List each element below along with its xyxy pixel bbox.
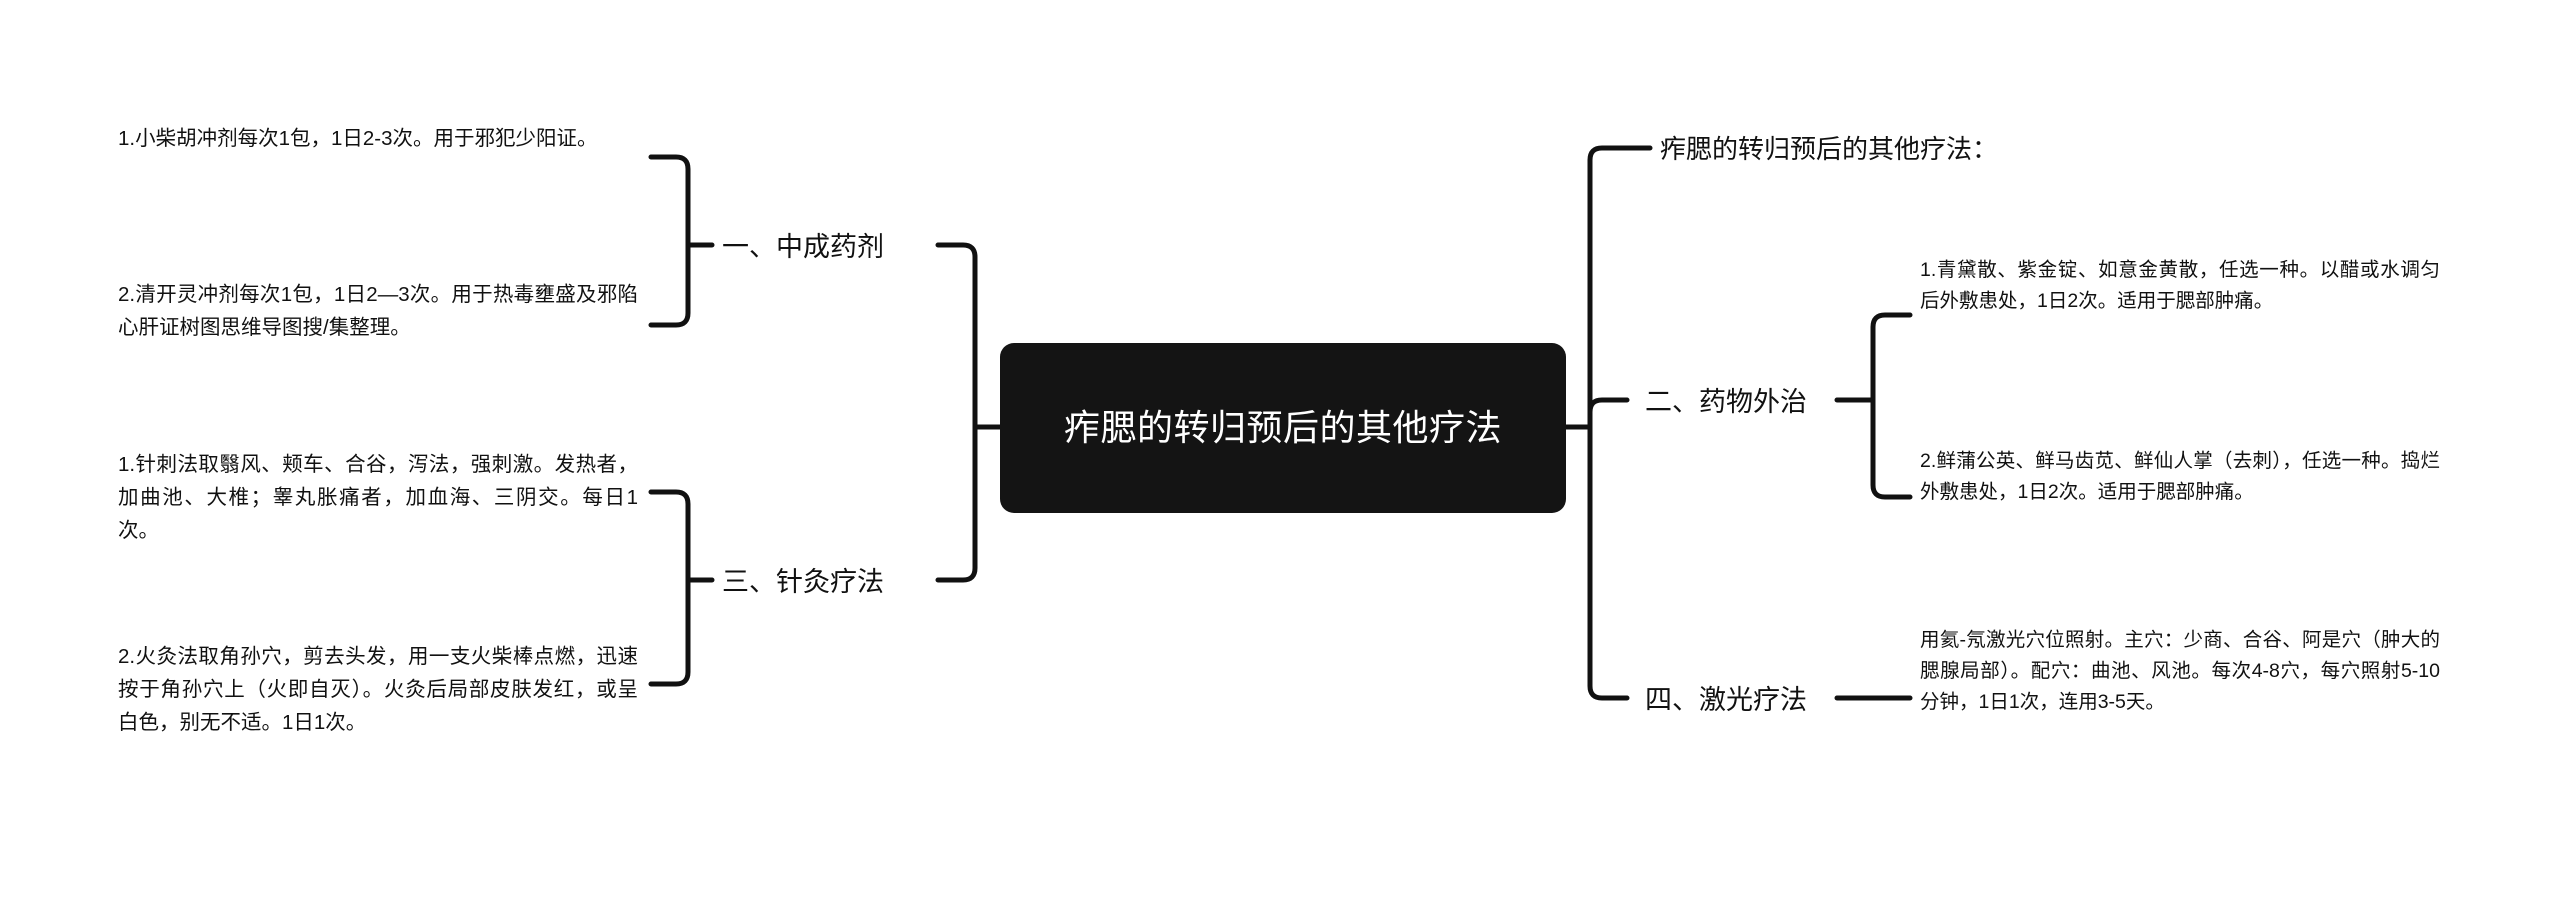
leaf-zhenjiuliaofa-1[interactable]: 1.针刺法取翳风、颊车、合谷，泻法，强刺激。发热者，加曲池、大椎；睾丸胀痛者，加… — [118, 453, 638, 543]
left-branch2-bracket — [648, 489, 691, 687]
root-node-label: 痄腮的转归预后的其他疗法 — [1063, 407, 1502, 449]
right-heading-node[interactable]: 痄腮的转归预后的其他疗法： — [1660, 134, 1999, 164]
branch-label-yaowuwaizhi[interactable]: 二、药物外治 — [1645, 387, 1807, 417]
right-main-spine — [1587, 145, 1630, 701]
leaf-zhongchengyaoji-2[interactable]: 2.清开灵冲剂每次1包，1日2—3次。用于热毒壅盛及邪陷心肝证树图思维导图搜/集… — [118, 283, 638, 340]
branch-label-zhongchengyaoji[interactable]: 一、中成药剂 — [722, 232, 884, 262]
right-spine-middle-tick — [1587, 397, 1630, 415]
branch-label-zhenjiuliaofa[interactable]: 三、针灸疗法 — [722, 567, 884, 597]
leaf-yaowuwaizhi-1[interactable]: 1.青黛散、紫金锭、如意金黄散，任选一种。以醋或水调匀后外敷患处，1日2次。适用… — [1920, 259, 2440, 313]
right-branch-yaowu-bracket — [1870, 312, 1913, 500]
root-node[interactable]: 痄腮的转归预后的其他疗法 — [1000, 343, 1566, 513]
branch-label-jiguangliaofa[interactable]: 四、激光疗法 — [1645, 685, 1807, 715]
left-main-spine — [935, 242, 978, 583]
leaf-zhenjiuliaofa-2[interactable]: 2.火灸法取角孙穴，剪去头发，用一支火柴棒点燃，迅速按于角孙穴上（火即自灭）。火… — [118, 645, 638, 735]
leaf-jiguangliaofa-1[interactable]: 用氦-氖激光穴位照射。主穴：少商、合谷、阿是穴（肿大的腮腺局部）。配穴：曲池、风… — [1920, 629, 2440, 714]
leaf-yaowuwaizhi-2[interactable]: 2.鲜蒲公英、鲜马齿苋、鲜仙人掌（去刺），任选一种。捣烂外敷患处，1日2次。适用… — [1920, 450, 2440, 504]
left-branch1-bracket — [648, 154, 691, 328]
leaf-zhongchengyaoji-1[interactable]: 1.小柴胡冲剂每次1包，1日2-3次。用于邪犯少阳证。 — [118, 127, 598, 150]
